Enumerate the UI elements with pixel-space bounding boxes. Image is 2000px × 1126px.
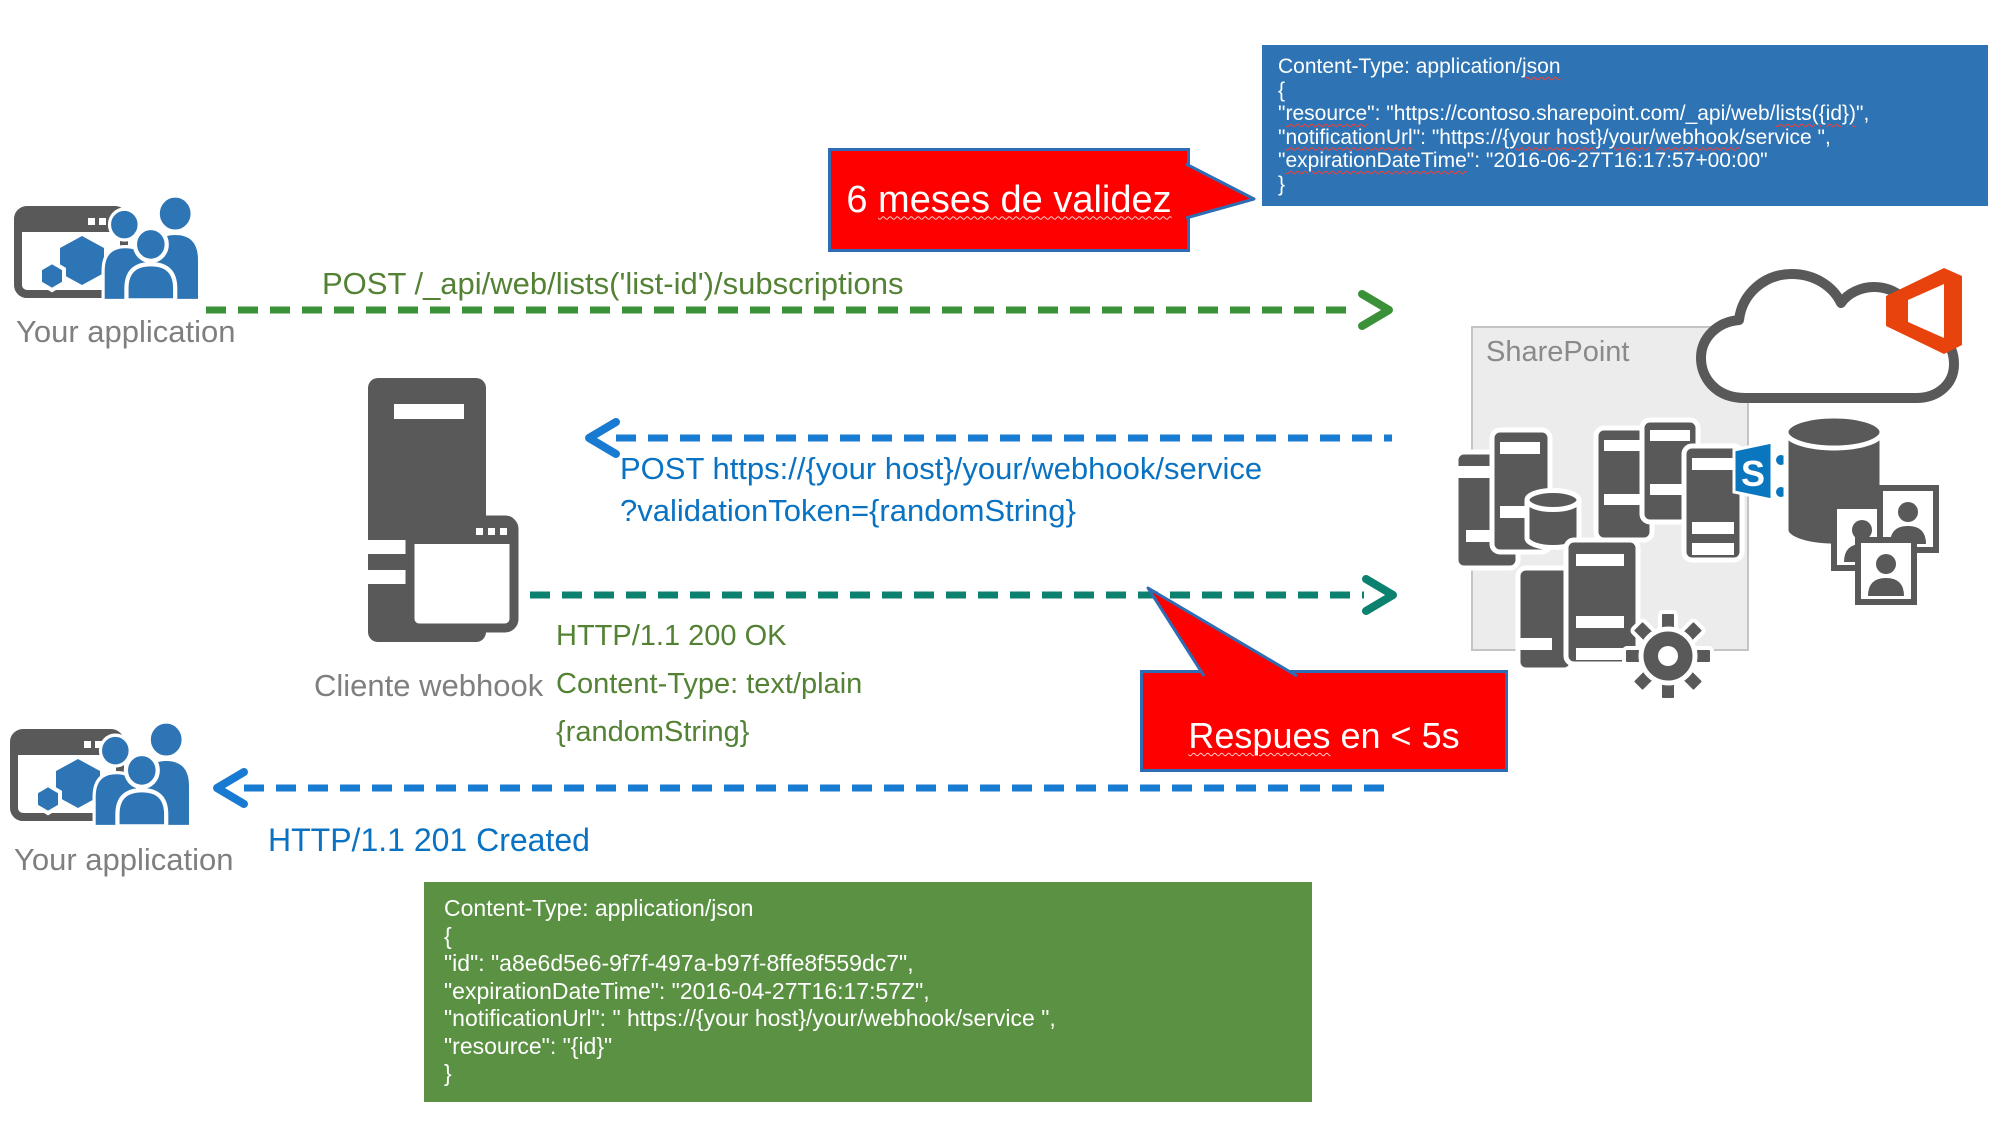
- created-response-arrow: [213, 768, 1392, 808]
- validity-callout-pointer: [1185, 162, 1256, 220]
- subscription-request-body: Content-Type: application/json{"resource…: [1262, 45, 1988, 206]
- validation-request-line1: POST https://{your host}/your/webhook/se…: [620, 451, 1263, 486]
- validation-response-line1: HTTP/1.1 200 OK: [556, 620, 787, 652]
- validity-callout: 6 meses de validez: [828, 148, 1190, 252]
- svg-text:S: S: [1741, 453, 1765, 494]
- validation-request-label: POST https://{your host}/your/webhook/se…: [620, 448, 1262, 532]
- validation-response-label: HTTP/1.1 200 OK Content-Type: text/plain…: [556, 612, 862, 756]
- small-database-icon: [1524, 488, 1582, 550]
- user-photos-icon: [1834, 488, 1936, 602]
- created-response-label: HTTP/1.1 201 Created: [268, 822, 590, 858]
- sharepoint-label: SharePoint: [1486, 336, 1630, 368]
- response-time-callout: Respues en < 5s: [1140, 670, 1508, 772]
- your-application-bottom-label: Your application: [14, 842, 234, 877]
- validation-request-line2: ?validationToken={randomString}: [620, 493, 1076, 528]
- cliente-webhook-label: Cliente webhook: [314, 668, 544, 703]
- validation-response-line2: Content-Type: text/plain: [556, 668, 863, 700]
- office-logo-icon: [1886, 268, 1962, 354]
- sharepoint-panel: [1471, 326, 1749, 651]
- server-towers-icon: [1453, 417, 1745, 673]
- sharepoint-farm: S: [1453, 268, 1962, 702]
- validation-response-line3: {randomString}: [556, 716, 750, 748]
- response-time-callout-pointer: [1146, 586, 1298, 678]
- database-icon: [1783, 413, 1885, 549]
- validation-response-arrow: [530, 575, 1397, 615]
- users-group-icon: [103, 196, 199, 301]
- users-group-icon: [94, 722, 190, 827]
- gear-icon: [1622, 610, 1714, 702]
- your-application-top-label: Your application: [16, 314, 236, 349]
- your-application-top-icon: [16, 196, 200, 301]
- sharepoint-logo-icon: S: [1732, 440, 1803, 502]
- webhook-server-icon: [368, 378, 519, 642]
- created-response-body: Content-Type: application/json{"id": "a8…: [424, 882, 1312, 1102]
- app-window-icon: [16, 210, 126, 294]
- cloud-icon: [1696, 269, 1959, 403]
- app-window-icon: [12, 733, 122, 817]
- subscribe-request-label: POST /_api/web/lists('list-id')/subscrip…: [322, 266, 904, 301]
- your-application-bottom-icon: [12, 722, 191, 827]
- browser-window-icon: [405, 515, 519, 633]
